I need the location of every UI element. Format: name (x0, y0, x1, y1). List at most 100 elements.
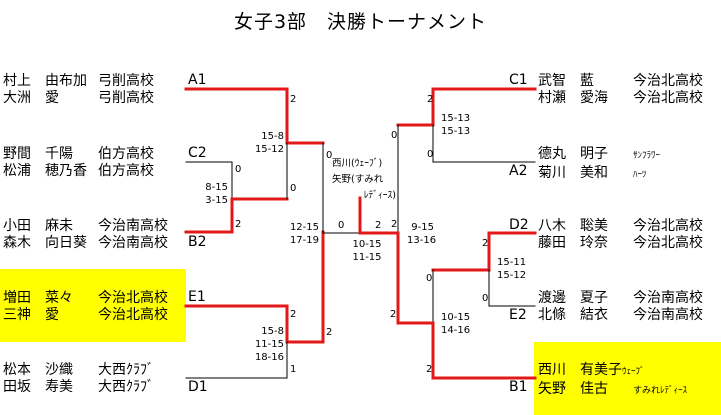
entry-e2: 渡邊夏子今治南高校 北條結衣今治南高校 (538, 290, 703, 324)
player-given: 藍 (580, 73, 594, 89)
champion-line: 西川(ｳｪｰﾌﾞ) (332, 158, 383, 169)
player-team: 伯方高校 (98, 146, 154, 162)
player-team: 大西ｸﾗﾌﾞ (98, 379, 154, 395)
player-team: 今治北高校 (633, 235, 703, 251)
game-score: 10-15 (352, 239, 382, 250)
seed-b2: B2 (188, 234, 207, 250)
pts-right-semi-bottom: 2 (391, 219, 398, 230)
player-family: 西川 (538, 362, 566, 378)
pts-e2: 0 (482, 293, 489, 304)
player-family: 松浦 (3, 163, 31, 179)
game-score: 18-16 (254, 352, 284, 363)
entry-b2: 小田麻未今治南高校 森木向日葵今治南高校 (3, 218, 168, 252)
highlight-b1 (534, 342, 721, 415)
player-family: 八木 (538, 218, 566, 234)
game-score: 11-15 (352, 252, 382, 263)
player-family: 村瀬 (538, 90, 566, 106)
player-given: 千陽 (45, 146, 73, 162)
player-given: 佳古 (580, 381, 608, 397)
player-family: 德丸 (538, 146, 566, 162)
player-given: 沙織 (45, 362, 73, 378)
entry-c1: 武智藍今治北高校 村瀬愛海今治北高校 (538, 73, 703, 107)
pts-b2: 2 (235, 219, 242, 230)
pts-d2: 2 (482, 238, 489, 249)
player-team: 今治北高校 (633, 218, 703, 234)
score-d2-e2: 15-11 15-12 (497, 256, 526, 282)
score-c2-b2: 8-15 3-15 (204, 181, 228, 207)
player-family: 渡邊 (538, 290, 566, 306)
game-score: 3-15 (205, 195, 228, 206)
seed-b1: B1 (509, 379, 528, 395)
player-given: 有美子 (580, 362, 622, 378)
seed-d1: D1 (188, 379, 208, 395)
game-score: 11-15 (254, 339, 284, 350)
seed-d2: D2 (509, 217, 529, 233)
player-given: 穂乃香 (45, 163, 87, 179)
line-d1 (185, 341, 288, 379)
game-score: 9-15 (411, 222, 434, 233)
player-team: 今治北高校 (633, 90, 703, 106)
player-given: 聡美 (580, 218, 608, 234)
game-score: 13-16 (407, 235, 437, 246)
player-given: 美和 (580, 165, 608, 181)
pts-right-q-bottom: 2 (426, 364, 433, 375)
pts-d1: 1 (290, 364, 297, 375)
pts-e1: 2 (290, 309, 297, 320)
game-score: 8-15 (205, 182, 228, 193)
score-e1-d1: 15-8 11-15 18-16 (253, 325, 284, 364)
champion-label: 西川(ｳｪｰﾌﾞ) 矢野(すみれ ﾚﾃﾞｨｰｽ) (332, 156, 396, 204)
pts-c1: 2 (427, 94, 434, 105)
player-family: 矢野 (538, 381, 566, 397)
player-team: 弓削高校 (98, 90, 154, 106)
game-score: 15-12 (254, 144, 284, 155)
seed-a2: A2 (509, 163, 528, 179)
player-family: 菊川 (538, 165, 566, 181)
seed-e2: E2 (509, 307, 527, 323)
line-a1 (184, 87, 325, 145)
score-right-q: 10-15 14-16 (441, 311, 470, 337)
player-given: 愛 (45, 90, 59, 106)
player-family: 松本 (3, 362, 31, 378)
entry-d1: 松本沙織大西ｸﾗﾌﾞ 田坂寿美大西ｸﾗﾌﾞ (3, 362, 154, 396)
pts-right-semi-top: 0 (391, 130, 398, 141)
pts-a1: 2 (290, 94, 297, 105)
entry-e1: 増田菜々今治北高校 三神愛今治北高校 (3, 290, 168, 324)
player-family: 武智 (538, 73, 566, 89)
entry-b1: 西川有美子ｳｪｰﾌﾞ 矢野佳古すみれﾚﾃﾞｨｰｽ (538, 362, 687, 400)
player-given: 夏子 (580, 290, 608, 306)
entry-a2: 德丸明子ｻﾝﾌﾗﾜｰ 菊川美和ﾊｰﾂ (538, 146, 660, 184)
player-family: 三神 (3, 307, 31, 323)
player-team: 今治南高校 (633, 290, 703, 306)
page-title: 女子3部 決勝トーナメント (233, 11, 488, 33)
player-team: 今治北高校 (633, 73, 703, 89)
game-score: 17-19 (289, 235, 319, 246)
line-b2 (184, 197, 289, 234)
game-score: 14-16 (441, 325, 471, 336)
player-team: 弓削高校 (98, 73, 154, 89)
player-team: 今治南高校 (98, 235, 168, 251)
line-d2 (431, 231, 537, 272)
player-given: 愛 (45, 307, 59, 323)
player-team: 今治南高校 (98, 218, 168, 234)
player-given: 由布加 (45, 73, 87, 89)
seed-a1: A1 (188, 72, 207, 88)
line-final-right (358, 196, 400, 235)
player-team: すみれﾚﾃﾞｨｰｽ (633, 386, 688, 396)
player-team: 伯方高校 (98, 163, 154, 179)
player-family: 田坂 (3, 379, 31, 395)
line-a2 (432, 124, 536, 163)
player-family: 藤田 (538, 235, 566, 251)
player-team: 今治北高校 (98, 307, 168, 323)
player-family: 増田 (3, 290, 31, 306)
player-family: 大洲 (3, 90, 31, 106)
seed-c1: C1 (509, 72, 528, 88)
player-given: 向日葵 (45, 235, 87, 251)
game-score: 12-15 (289, 222, 319, 233)
line-c2 (185, 161, 233, 200)
pts-left-semi-bottom: 2 (326, 327, 333, 338)
seed-c2: C2 (188, 145, 207, 161)
player-given: 結衣 (580, 307, 608, 323)
player-family: 小田 (3, 218, 31, 234)
player-given: 寿美 (45, 379, 73, 395)
